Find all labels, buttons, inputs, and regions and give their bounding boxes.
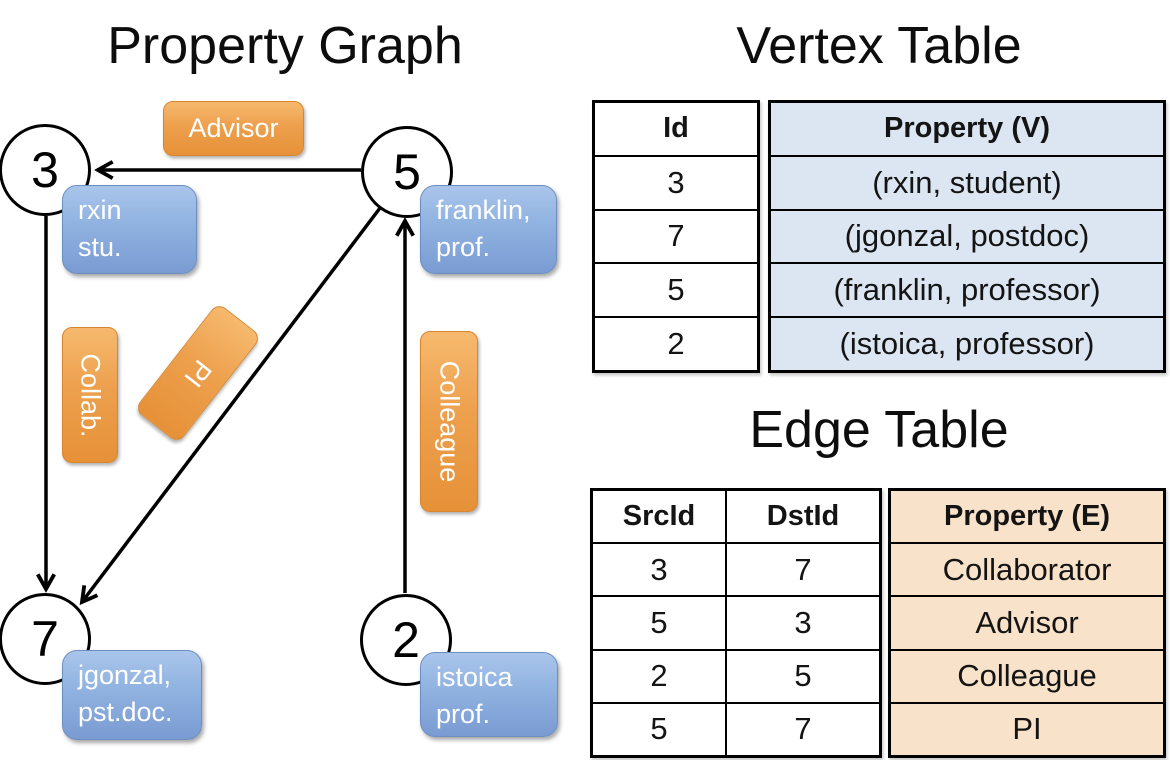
node-5-id: 5 bbox=[393, 144, 421, 200]
edge-table-row: 2 5 bbox=[593, 650, 879, 704]
edge-table-row: 5 7 bbox=[593, 703, 879, 756]
vertex-property-cell: (istoica, professor) bbox=[839, 326, 1095, 362]
edge-table-header-row: SrcId DstId bbox=[593, 491, 879, 545]
edge-table-row: 5 3 bbox=[593, 597, 879, 651]
vertex-property-box-istoica: istoica prof. bbox=[420, 652, 558, 737]
edge-label-collab-text: Collab. bbox=[75, 352, 106, 438]
vertex-property-franklin-line2: prof. bbox=[436, 232, 491, 262]
edge-table-header-srcid: SrcId bbox=[593, 491, 727, 543]
edge-label-advisor: Advisor bbox=[163, 101, 304, 156]
vertex-property-jgonzal-line1: jgonzal, bbox=[78, 660, 172, 690]
edge-srcid-cell: 5 bbox=[593, 597, 727, 649]
edge-dstid-cell: 7 bbox=[794, 551, 812, 587]
edge-table-header-property: Property (E) bbox=[891, 491, 1163, 545]
edge-property-cell: PI bbox=[1012, 711, 1042, 747]
edge-property-cell: Advisor bbox=[891, 597, 1163, 651]
graph-node-3: 3 bbox=[0, 124, 91, 216]
edge-label-collab: Collab. bbox=[62, 327, 118, 463]
vertex-table-id-column: Id 3 7 5 2 bbox=[592, 100, 760, 373]
edge-table-header-dstid: DstId bbox=[766, 500, 840, 533]
vertex-id-cell: 5 bbox=[595, 264, 757, 319]
edge-label-advisor-text: Advisor bbox=[188, 113, 279, 143]
edge-table-id-columns: SrcId DstId 3 7 5 3 2 5 5 7 bbox=[590, 488, 882, 758]
edge-srcid-cell: 3 bbox=[593, 544, 727, 596]
edge-property-cell: Collaborator bbox=[891, 544, 1163, 598]
edge-dstid-cell: 7 bbox=[794, 711, 812, 747]
vertex-table: Id 3 7 5 2 Property (V) (rxin, student) … bbox=[592, 100, 1166, 373]
edge-dstid-cell: 5 bbox=[794, 658, 812, 694]
edge-table-title: Edge Table bbox=[749, 401, 1009, 459]
edge-srcid-cell: 2 bbox=[593, 650, 727, 702]
vertex-id-cell: 2 bbox=[667, 326, 685, 362]
vertex-property-jgonzal-line2: pst.doc. bbox=[78, 697, 173, 727]
vertex-property-box-rxin: rxin stu. bbox=[62, 185, 197, 274]
vertex-table-property-column: Property (V) (rxin, student) (jgonzal, p… bbox=[768, 100, 1166, 373]
vertex-property-franklin-line1: franklin, bbox=[436, 195, 531, 225]
vertex-table-title: Vertex Table bbox=[736, 17, 1022, 75]
vertex-id-cell: 7 bbox=[595, 211, 757, 265]
edge-srcid-cell: 5 bbox=[593, 703, 727, 756]
vertex-table-header-property: Property (V) bbox=[771, 103, 1163, 157]
vertex-property-rxin-line2: stu. bbox=[78, 232, 122, 262]
node-3-id: 3 bbox=[31, 142, 59, 198]
node-7-id: 7 bbox=[31, 611, 59, 667]
edge-label-pi-text: PI bbox=[178, 354, 219, 393]
vertex-property-cell: (rxin, student) bbox=[771, 157, 1163, 211]
vertex-property-istoica-line2: prof. bbox=[436, 699, 491, 729]
vertex-property-istoica-line1: istoica bbox=[436, 662, 513, 692]
edge-table-property-column: Property (E) Collaborator Advisor Collea… bbox=[888, 488, 1166, 758]
vertex-property-cell: (jgonzal, postdoc) bbox=[771, 211, 1163, 265]
vertex-property-box-jgonzal: jgonzal, pst.doc. bbox=[62, 650, 202, 740]
edge-table-row: 3 7 bbox=[593, 544, 879, 598]
vertex-table-header-id: Id bbox=[595, 103, 757, 157]
edge-label-colleague: Colleague bbox=[420, 331, 478, 512]
edge-property-cell: Colleague bbox=[891, 651, 1163, 704]
edge-table: SrcId DstId 3 7 5 3 2 5 5 7 Property (E)… bbox=[590, 488, 1166, 758]
edge-pi-5-to-7 bbox=[82, 206, 382, 602]
edge-label-colleague-text: Colleague bbox=[434, 360, 465, 483]
property-graph-title: Property Graph bbox=[107, 17, 463, 75]
vertex-property-box-franklin: franklin, prof. bbox=[420, 185, 557, 274]
node-2-id: 2 bbox=[392, 612, 420, 668]
vertex-property-cell: (franklin, professor) bbox=[771, 264, 1163, 319]
edge-dstid-cell: 3 bbox=[794, 605, 812, 640]
vertex-id-cell: 3 bbox=[595, 157, 757, 211]
vertex-property-rxin-line1: rxin bbox=[78, 195, 122, 225]
